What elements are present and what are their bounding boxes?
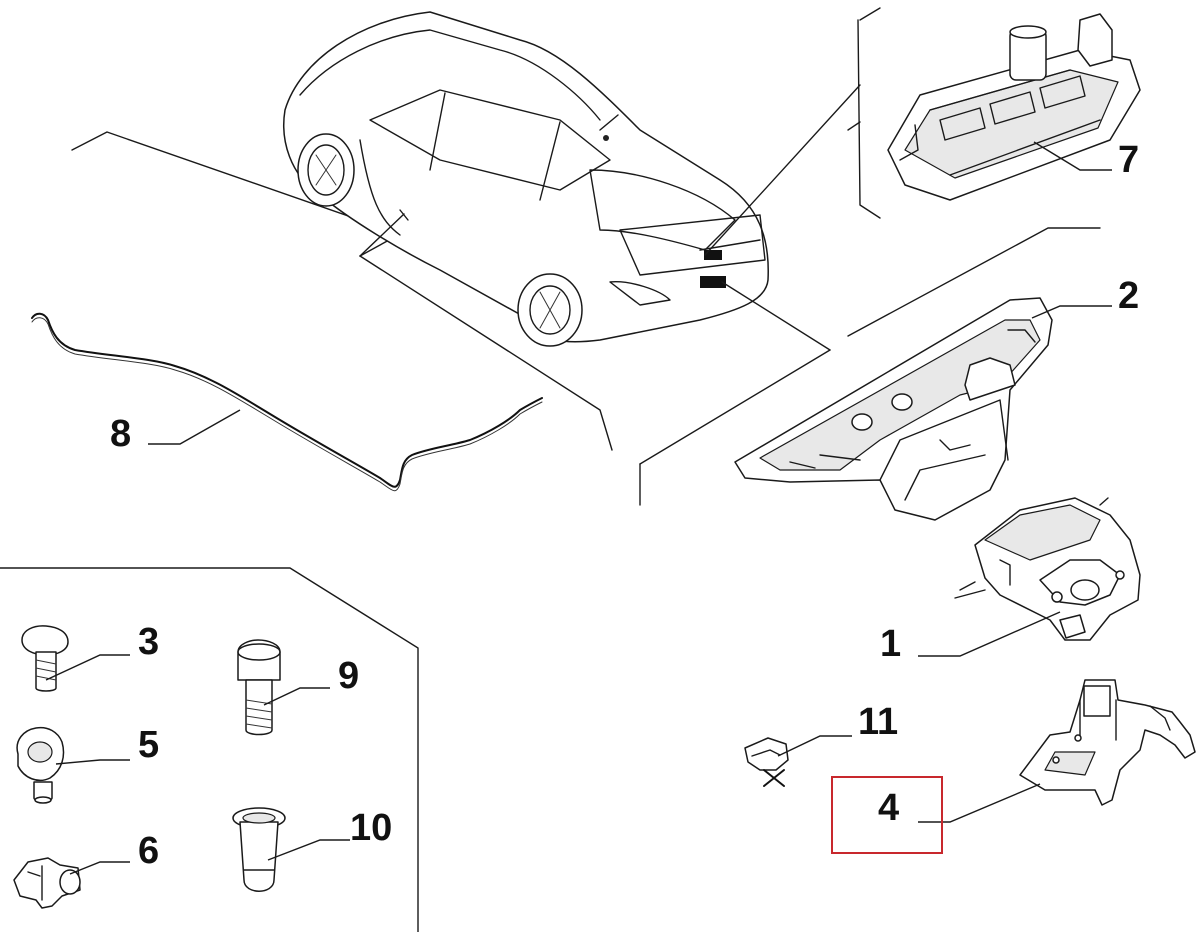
callout-4-highlight-box (831, 776, 943, 854)
callout-2: 2 (1118, 275, 1139, 317)
callout-7: 7 (1118, 139, 1139, 181)
callout-labels: 7 2 8 1 3 9 5 11 4 10 6 (110, 139, 1139, 872)
lock-actuator (887, 13, 1141, 201)
callout-3: 3 (138, 621, 159, 663)
connector (13, 857, 81, 909)
grommet-clip (16, 726, 65, 804)
callout-5: 5 (138, 724, 159, 766)
callout-9: 9 (338, 655, 359, 697)
frame-lines (0, 7, 1101, 932)
spacer-sleeve (232, 807, 286, 892)
detail-leader-lines (359, 84, 861, 351)
retainer-clip (744, 737, 789, 787)
screw (21, 625, 69, 692)
car-rear-view (283, 11, 769, 347)
tailgate-handle-cover (734, 297, 1053, 521)
callout-8: 8 (110, 413, 131, 455)
callout-leaders (45, 141, 1112, 875)
release-cable (31, 312, 543, 492)
lock-latch (954, 497, 1141, 641)
striker (1019, 679, 1196, 806)
callout-4: 4 (878, 787, 899, 829)
callout-1: 1 (880, 623, 901, 665)
callout-11: 11 (858, 701, 898, 743)
callout-6: 6 (138, 830, 159, 872)
bolt (237, 639, 281, 736)
callout-10: 10 (350, 807, 392, 849)
